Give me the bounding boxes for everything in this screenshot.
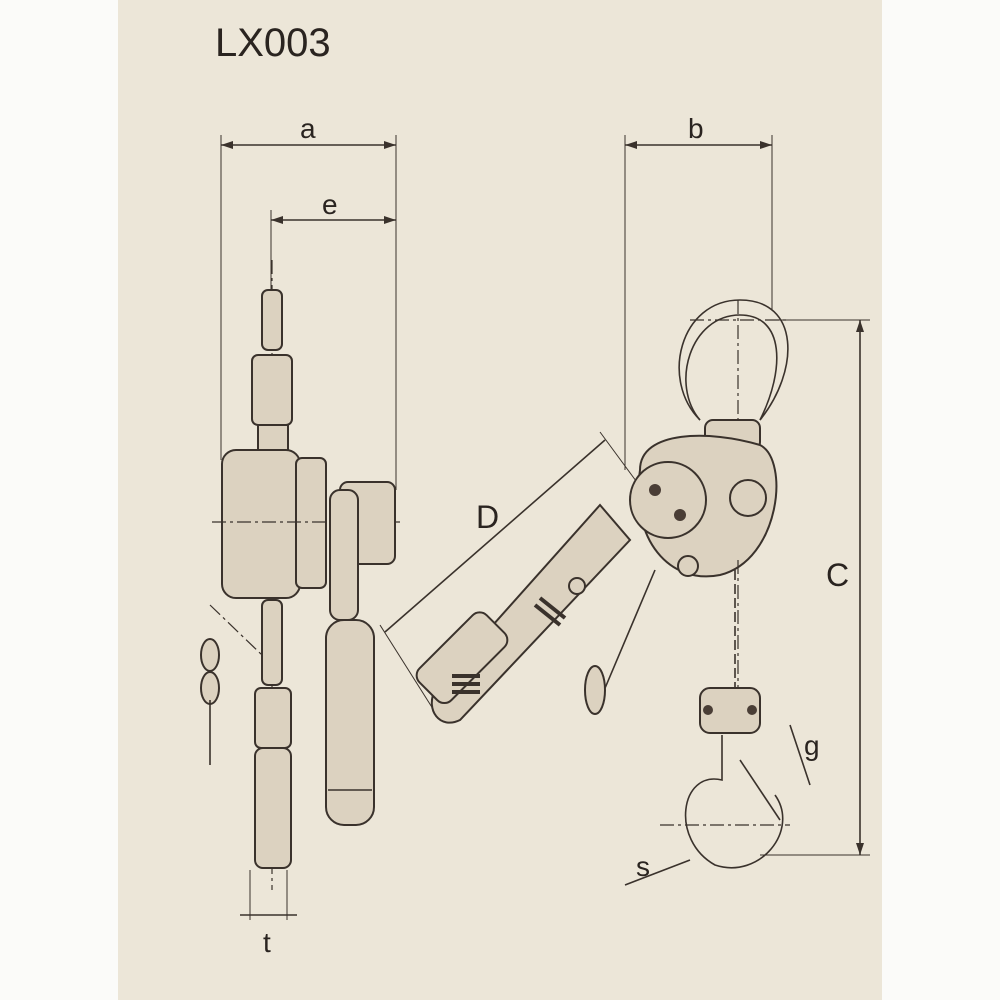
- label-g: g: [804, 730, 820, 761]
- hoist-side-view: [200, 260, 400, 890]
- dimension-e: e: [270, 189, 396, 300]
- hoist-front-view: [415, 299, 790, 869]
- dimension-C: C: [760, 319, 870, 856]
- dimension-b: b: [624, 113, 773, 470]
- label-a: a: [300, 113, 316, 144]
- dimension-D: D: [379, 431, 651, 721]
- dimension-s: s: [624, 851, 691, 886]
- label-s: s: [636, 851, 650, 882]
- dimension-a: a: [220, 113, 397, 490]
- dimension-t: t: [240, 870, 297, 958]
- label-t: t: [263, 927, 271, 958]
- label-D: D: [476, 499, 499, 535]
- label-C: C: [826, 557, 849, 593]
- label-b: b: [688, 113, 704, 144]
- dimension-g: g: [789, 724, 820, 786]
- model-title: LX003: [215, 21, 331, 65]
- label-e: e: [322, 189, 338, 220]
